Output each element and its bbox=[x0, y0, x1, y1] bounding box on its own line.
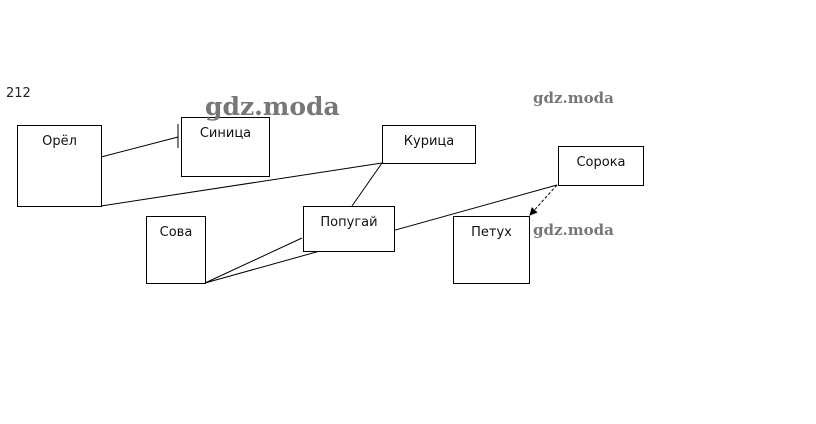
node-label: Курица bbox=[403, 134, 455, 149]
node-label: Петух bbox=[471, 225, 512, 240]
task-number: 212 bbox=[6, 86, 31, 101]
node-label: Синица bbox=[199, 126, 252, 141]
node-soroka: Сорока bbox=[558, 146, 644, 186]
watermark: gdz.moda bbox=[533, 89, 614, 107]
node-label: Сова bbox=[159, 225, 193, 240]
watermark: gdz.moda bbox=[205, 92, 340, 121]
node-kuritsa: Курица bbox=[382, 125, 476, 164]
node-sova: Сова bbox=[146, 216, 206, 284]
edge-orel-kuritsa bbox=[100, 162, 383, 207]
node-label: Сорока bbox=[576, 155, 626, 170]
node-label: Попугай bbox=[320, 215, 378, 230]
edge-soroka-petukh bbox=[529, 184, 558, 216]
edge-sova-popugai bbox=[204, 237, 303, 284]
edge-kuritsa-popugai bbox=[351, 162, 383, 207]
node-sinitsa: Синица bbox=[181, 117, 270, 177]
node-label: Орёл bbox=[42, 134, 77, 149]
watermark: gdz.moda bbox=[533, 221, 614, 239]
node-orel: Орёл bbox=[17, 125, 102, 207]
node-petukh: Петух bbox=[453, 216, 530, 284]
node-popugai: Попугай bbox=[303, 206, 395, 252]
edge-orel-sinitsa bbox=[100, 136, 179, 158]
